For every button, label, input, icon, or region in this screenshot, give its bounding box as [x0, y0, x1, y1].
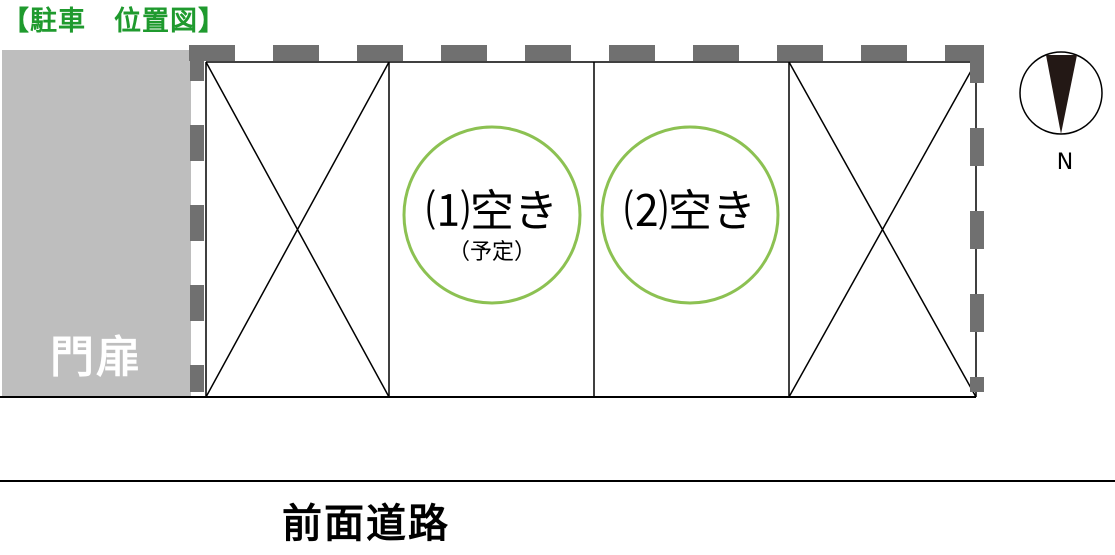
road-label: 前面道路 — [282, 501, 450, 547]
unavailable-stall-mark — [205, 61, 390, 398]
spot-1-label: ⑴空き （予定） — [404, 186, 580, 268]
gate-label: 門扉 — [50, 332, 142, 383]
compass-north-label: N — [1056, 150, 1074, 175]
available-spot-circle — [600, 125, 780, 305]
spot-2-label: ⑵空き — [602, 186, 778, 238]
compass-needle — [1046, 55, 1077, 134]
spot-1-sub: （予定） — [447, 240, 536, 265]
unavailable-stall-mark — [788, 61, 977, 398]
spot-1-main: ⑴空き — [426, 186, 558, 237]
gate-area — [2, 50, 191, 396]
spot-2-main: ⑵空き — [624, 186, 756, 237]
available-spot-circle — [402, 125, 582, 305]
page-title: 【駐車 位置図】 — [2, 6, 226, 37]
